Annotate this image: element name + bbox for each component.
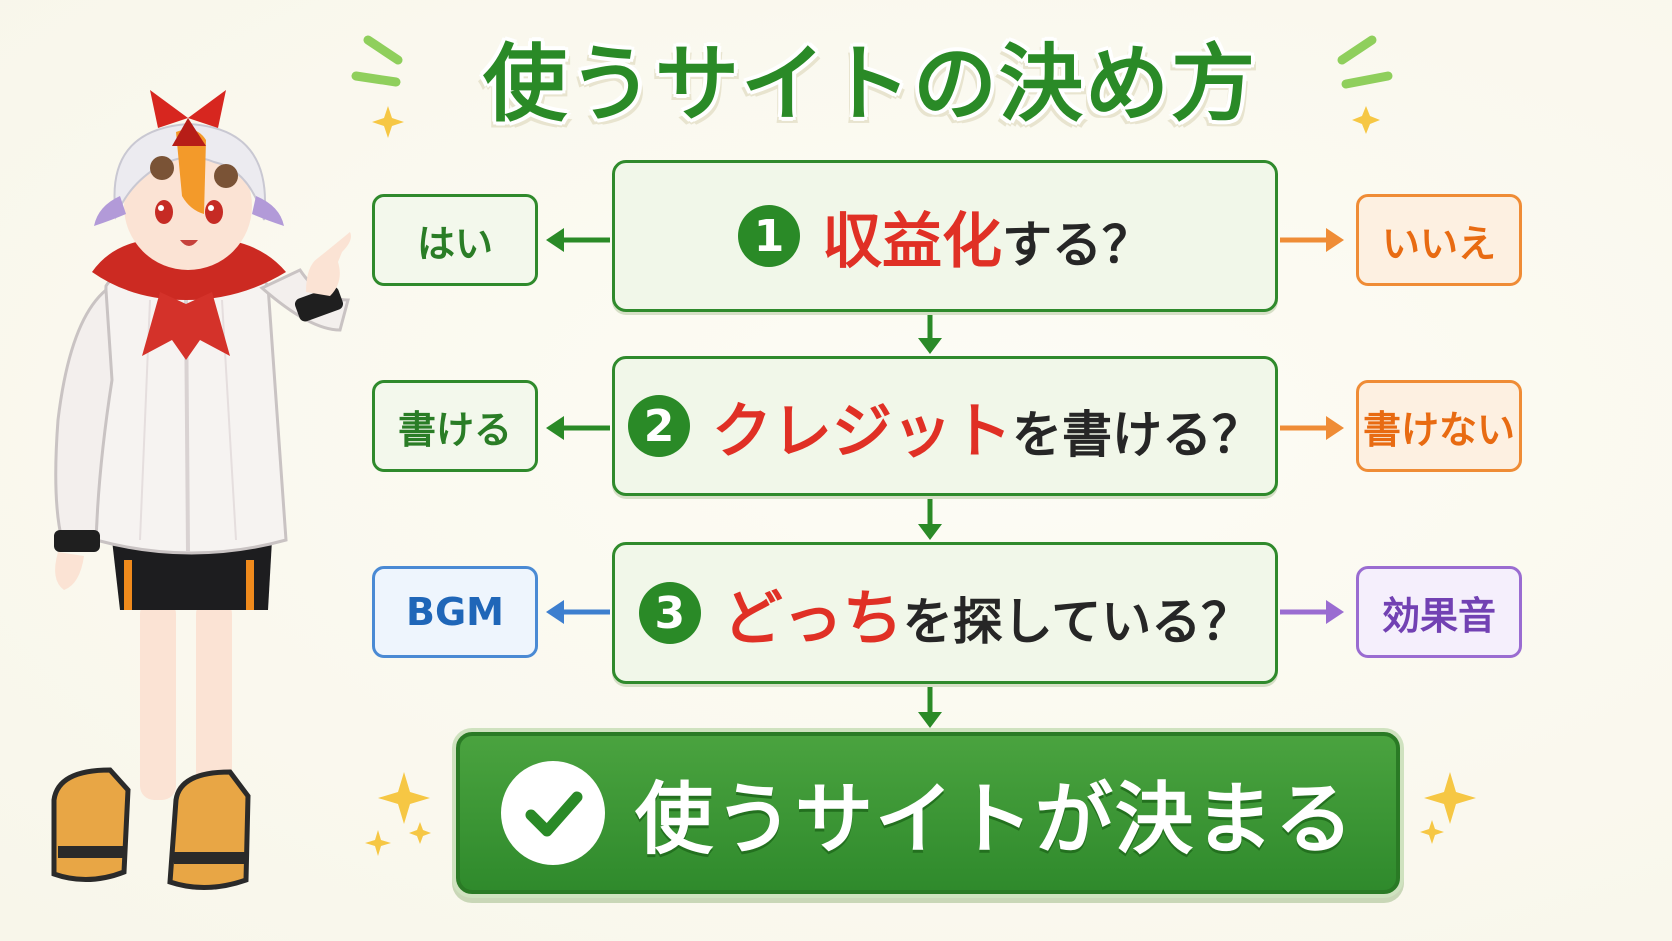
arrow-head [918, 712, 942, 728]
question-highlight-1: 収益化 [822, 206, 1002, 277]
option-sfx: 効果音 [1356, 566, 1522, 658]
page-title: 使うサイトの決め方 [482, 35, 1257, 133]
question-box-2: 2 クレジットを書ける？ [612, 356, 1278, 496]
arrow-head [1326, 228, 1344, 252]
question-box-3: 3 どっちを探している？ [612, 542, 1278, 684]
question-highlight-2: クレジット [712, 396, 1012, 467]
question-box-1: 1 収益化する？ [612, 160, 1278, 312]
arrow-head [1326, 416, 1344, 440]
question-highlight-3: どっち [722, 583, 903, 654]
result-text: 使うサイトが決まる [634, 775, 1355, 865]
title-dash-right [1337, 35, 1393, 89]
title-dash-left [351, 35, 403, 87]
step-number-2: 2 [628, 395, 690, 457]
option-yes-1: はい [372, 194, 538, 286]
sparkle-icon [365, 830, 391, 856]
step-number-1: 1 [738, 205, 800, 267]
checkmark-icon [500, 761, 605, 865]
question-text-3: どっちを探している？ [723, 570, 1252, 657]
sparkle-icon [1424, 772, 1476, 824]
option-yes-2: 書ける [372, 380, 538, 472]
question-rest-3: を探している？ [902, 592, 1252, 651]
arrow-head [546, 416, 564, 440]
result-box: 使うサイトが決まる [456, 732, 1400, 894]
question-text-1: 収益化する？ [822, 193, 1152, 280]
question-rest-2: を書ける？ [1012, 405, 1262, 464]
arrow-head [546, 600, 564, 624]
arrow-head [918, 524, 942, 540]
option-no-2: 書けない [1356, 380, 1522, 472]
sparkle-icon [372, 106, 404, 138]
option-bgm: BGM [372, 566, 538, 658]
question-rest-1: する？ [1002, 215, 1152, 274]
question-text-2: クレジットを書ける？ [712, 383, 1262, 470]
step-number-3: 3 [638, 582, 701, 644]
sparkle-icon [1352, 106, 1380, 134]
sparkle-icon [409, 822, 431, 844]
arrow-head [1326, 600, 1344, 624]
arrow-head [918, 338, 942, 354]
sparkle-icon [378, 772, 430, 824]
arrow-head [546, 228, 564, 252]
sparkle-icon [1420, 820, 1444, 844]
option-no-1: いいえ [1356, 194, 1522, 286]
